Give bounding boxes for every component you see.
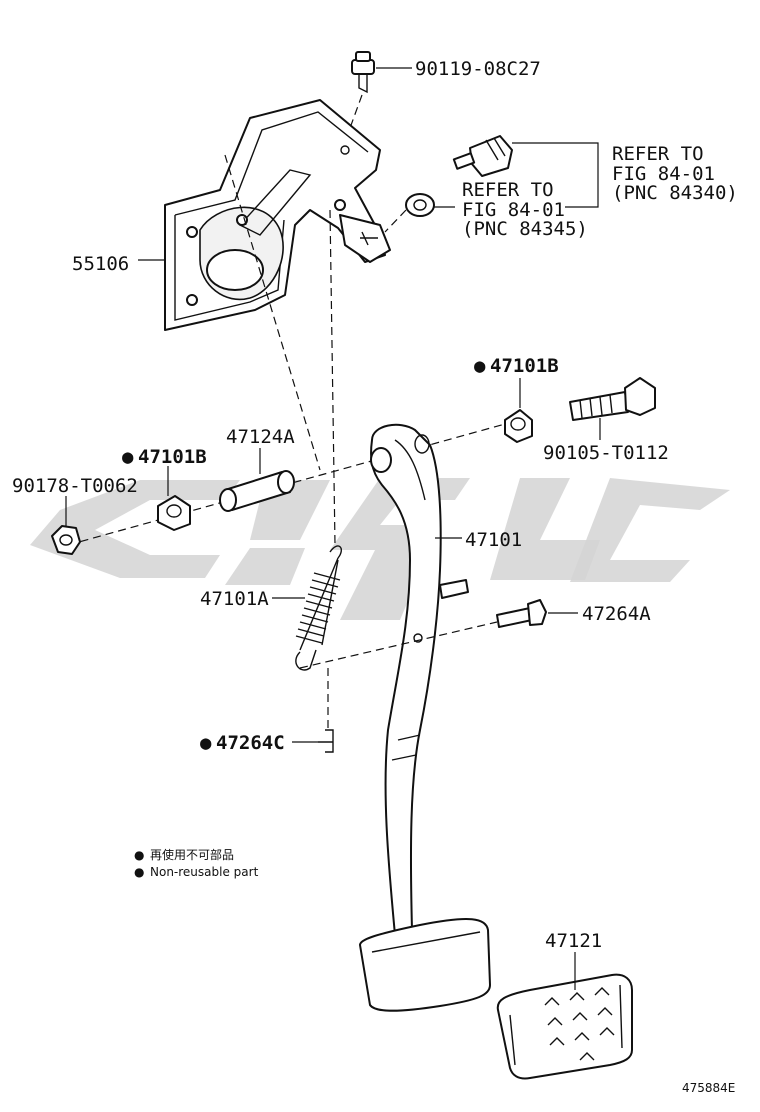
- pivot-nut: [51, 525, 81, 555]
- nonreusable-marker-left: ●: [122, 446, 134, 468]
- refer-a-line1: REFER TO: [612, 143, 704, 165]
- refer-a-line2: FIG 84-01: [612, 163, 715, 185]
- refer-b-line2: FIG 84-01: [462, 199, 565, 221]
- leader-refer-a: [512, 142, 599, 208]
- pedal-arm: [359, 423, 491, 1012]
- bolt-top: [341, 51, 375, 151]
- switch-nut: [384, 193, 435, 233]
- label-bushing-left: 47101B: [138, 446, 207, 468]
- legend-marker-jp: ●: [134, 848, 144, 862]
- legend-text-en: Non-reusable part: [150, 865, 259, 879]
- bushing-right: [504, 409, 533, 443]
- guide-pin-axis: [299, 621, 498, 669]
- guide-bracket-to-pivot: [224, 154, 321, 471]
- label-bracket: 55106: [72, 253, 129, 275]
- label-bushing-right: 47101B: [490, 355, 559, 377]
- label-bolt-top: 90119-08C27: [415, 58, 541, 80]
- refer-a-line3: (PNC 84340): [612, 182, 738, 204]
- pedal-bracket: [164, 99, 391, 331]
- nonreusable-marker-right: ●: [474, 355, 486, 377]
- legend-text-jp: 再使用不可部品: [150, 847, 234, 862]
- bushing-left: [157, 495, 191, 531]
- label-pin: 47264A: [582, 603, 651, 625]
- label-pivot-bolt: 90105-T0112: [543, 442, 669, 464]
- label-pedal-arm: 47101: [465, 529, 522, 551]
- label-pad: 47121: [545, 930, 602, 952]
- retaining-clip: [318, 729, 334, 753]
- nonreusable-marker-clip: ●: [200, 732, 212, 754]
- label-collar: 47124A: [226, 426, 295, 448]
- pedal-pad: [496, 973, 633, 1080]
- figure-id: 475884E: [682, 1081, 735, 1095]
- label-clip: 47264C: [216, 732, 285, 754]
- pivot-bolt: [569, 377, 656, 421]
- watermark-logo: [30, 478, 730, 620]
- clevis-pin: [496, 599, 547, 628]
- stop-lamp-switch: [452, 135, 513, 177]
- label-nut: 90178-T0062: [12, 475, 138, 497]
- legend-marker-en: ●: [134, 865, 144, 879]
- guide-bracket-to-spring: [329, 209, 336, 546]
- label-spring: 47101A: [200, 588, 269, 610]
- collar: [219, 470, 295, 512]
- refer-b-line1: REFER TO: [462, 179, 554, 201]
- return-spring: [295, 545, 342, 671]
- refer-b-line3: (PNC 84345): [462, 218, 588, 240]
